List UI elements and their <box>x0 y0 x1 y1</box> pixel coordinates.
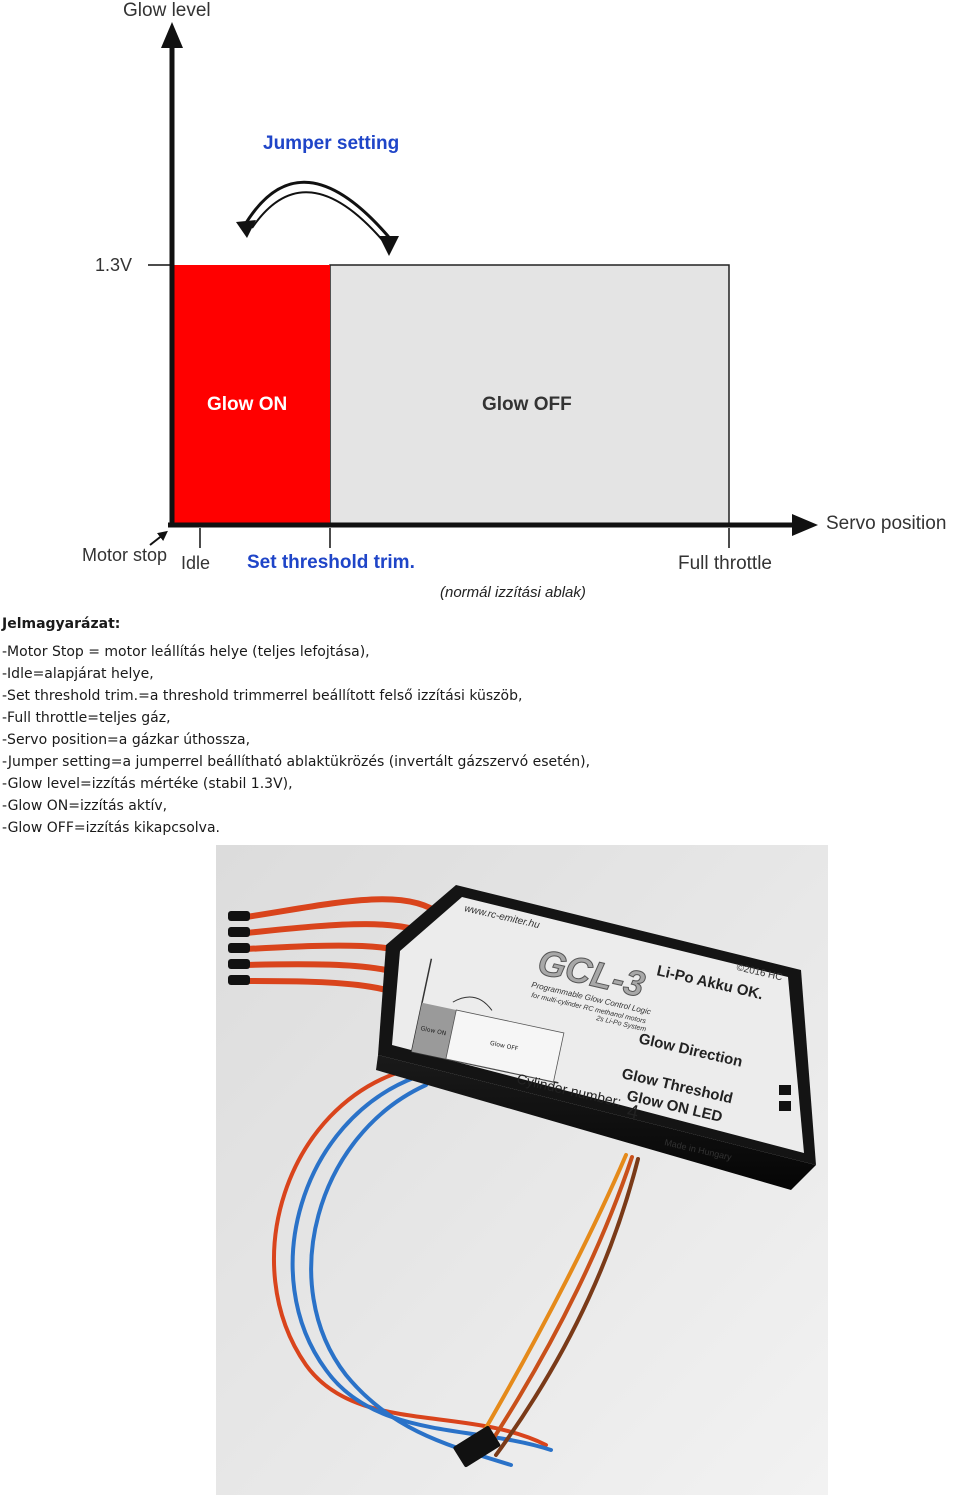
legend-item-glow-on: -Glow ON=izzítás aktív, <box>2 798 168 814</box>
motor-stop-arrow <box>149 530 168 546</box>
legend-item-servo-position: -Servo position=a gázkar úthossza, <box>2 732 251 748</box>
full-throttle-label: Full throttle <box>678 553 772 574</box>
cylinder-number: 4 <box>625 1100 641 1124</box>
device-body-side <box>376 1055 816 1190</box>
glow-on-label: Glow ON <box>207 394 288 415</box>
jumper-arrowhead-right <box>379 236 399 256</box>
legend-item-glow-off: -Glow OFF=izzítás kikapcsolva. <box>2 820 220 836</box>
wire-tips <box>228 911 250 985</box>
x-axis-arrowhead <box>792 514 818 536</box>
voltage-label: 1.3V <box>95 255 133 275</box>
glow-window-diagram: Glow level Jumper setting 1.3V Glow ON G… <box>0 0 960 610</box>
x-axis-label: Servo position <box>826 513 947 534</box>
jumper-setting-label: Jumper setting <box>263 133 400 154</box>
glow-off-label: Glow OFF <box>482 394 572 415</box>
legend-title: Jelmagyarázat: <box>2 616 121 632</box>
legend-item-jumper-setting: -Jumper setting=a jumperrel beállítható … <box>2 754 591 770</box>
right-connectors <box>779 1085 791 1111</box>
device-illustration: Glow ON Glow OFF www.rc-emiter.hu GCL-3 … <box>216 845 828 1495</box>
device-label <box>392 897 804 1153</box>
legend-item-full-throttle: -Full throttle=teljes gáz, <box>2 710 171 726</box>
y-axis-label: Glow level <box>123 0 211 21</box>
device-photo: Glow ON Glow OFF www.rc-emiter.hu GCL-3 … <box>216 845 828 1495</box>
jumper-arrowhead-left <box>236 220 256 238</box>
legend: Jelmagyarázat: -Motor Stop = motor leáll… <box>2 613 952 839</box>
legend-item-idle: -Idle=alapjárat helye, <box>2 666 154 682</box>
diagram-graphic <box>148 22 818 548</box>
legend-item-glow-level: -Glow level=izzítás mértéke (stabil 1.3V… <box>2 776 293 792</box>
legend-item-motor-stop: -Motor Stop = motor leállítás helye (tel… <box>2 644 370 660</box>
legend-item-threshold: -Set threshold trim.=a threshold trimmer… <box>2 688 523 704</box>
jumper-arc-outer <box>241 180 395 243</box>
servo-connector <box>453 1425 501 1468</box>
jumper-arc-inner <box>251 191 385 243</box>
idle-label: Idle <box>181 553 211 573</box>
glow-on-region <box>172 265 330 525</box>
label-mini-chart: Glow ON Glow OFF <box>410 958 565 1084</box>
window-note: (normál izzítási ablak) <box>440 584 586 601</box>
long-wires <box>272 1068 640 1467</box>
y-axis-arrowhead <box>161 22 183 48</box>
threshold-label: Set threshold trim. <box>247 552 415 573</box>
motor-stop-label: Motor stop <box>82 545 168 565</box>
glow-off-region <box>329 264 730 526</box>
